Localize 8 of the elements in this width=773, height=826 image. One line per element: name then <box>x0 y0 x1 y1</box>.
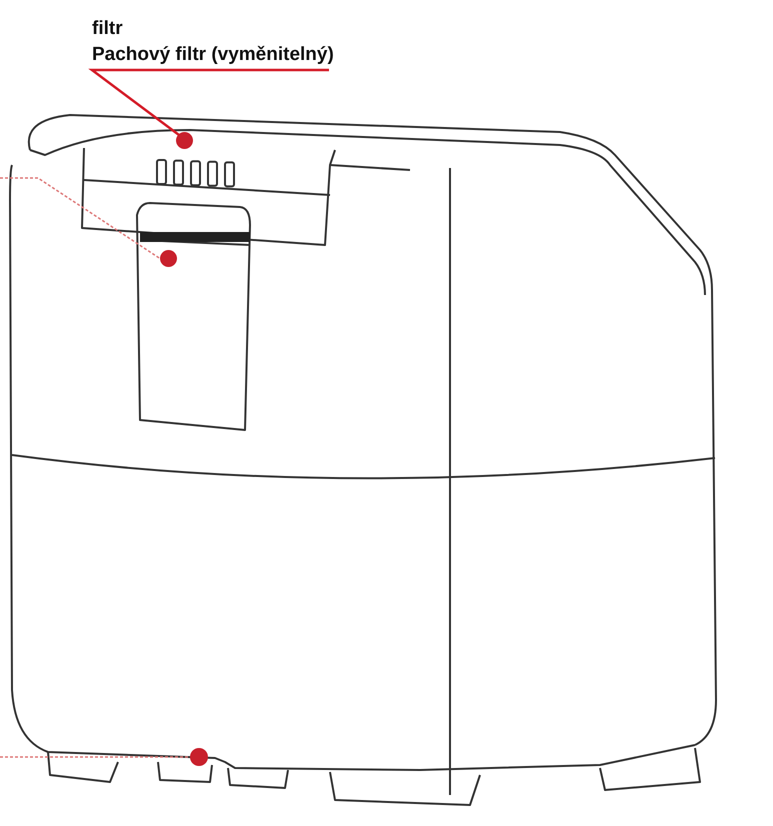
leader-line <box>88 68 329 136</box>
callout-text: Pachový filtr (vyměnitelný) <box>92 43 334 67</box>
leader-line <box>0 177 160 260</box>
marker-dot <box>160 250 177 267</box>
leader-line <box>0 756 190 758</box>
callout-text: filtr <box>92 17 124 41</box>
marker-dot <box>176 132 193 149</box>
marker-dot <box>190 748 208 766</box>
